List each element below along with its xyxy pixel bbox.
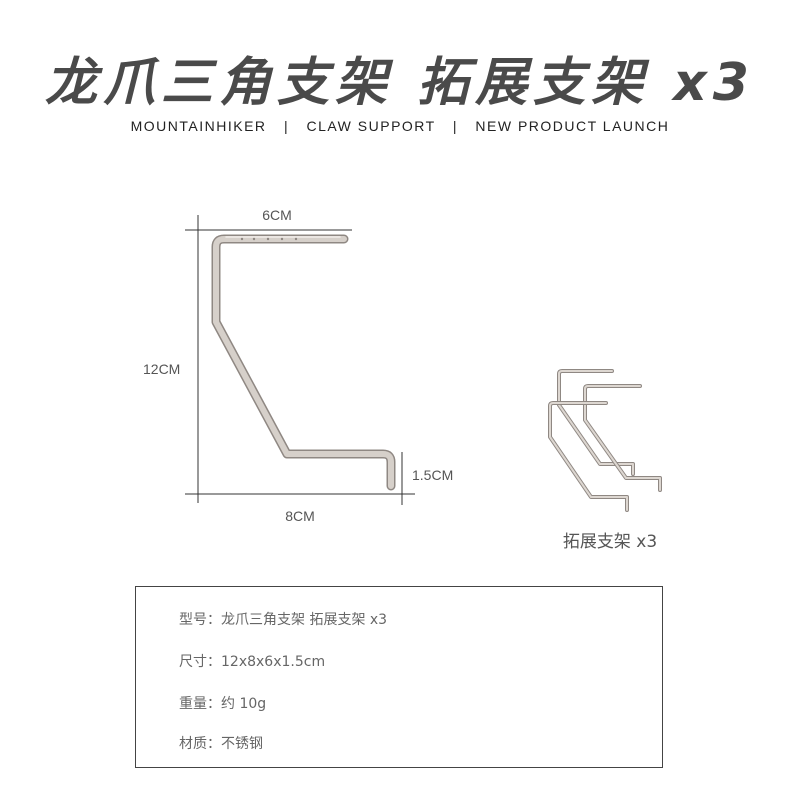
extension-bracket-2 — [583, 384, 662, 492]
dim-top-width-label: 6CM — [262, 207, 292, 223]
tagline-separator: | — [283, 118, 290, 134]
extension-brackets — [548, 369, 662, 512]
dim-height-label: 12CM — [143, 361, 180, 377]
spec-row-size: 尺寸：12x8x6x1.5cm — [179, 651, 325, 671]
bracket-wire-edge — [211, 234, 396, 491]
spec-value: 约 10g — [221, 696, 267, 712]
spec-label: 型号： — [179, 612, 221, 628]
dim-bottom-width-label: 8CM — [285, 508, 315, 524]
extension-caption: 拓展支架 x3 — [562, 532, 658, 552]
page-title: 龙爪三角支架 拓展支架 x3 — [45, 53, 755, 113]
tagline-product: CLAW SUPPORT — [306, 118, 436, 134]
spec-label: 尺寸： — [179, 654, 221, 670]
tagline-separator: | — [452, 118, 458, 134]
spec-label: 重量： — [179, 696, 221, 712]
spec-row-model: 型号：龙爪三角支架 拓展支架 x3 — [179, 609, 387, 629]
spec-label: 材质： — [179, 736, 221, 752]
dim-foot-height-label: 1.5CM — [412, 467, 453, 483]
spec-value: 12x8x6x1.5cm — [221, 654, 326, 670]
dimension-lines — [185, 215, 415, 505]
tagline-brand: MOUNTAINHIKER — [130, 118, 267, 134]
bracket-wire — [213, 236, 394, 489]
bracket-holes — [240, 237, 298, 241]
tagline: MOUNTAINHIKER | CLAW SUPPORT | NEW PRODU… — [0, 118, 800, 134]
spec-value: 龙爪三角支架 拓展支架 x3 — [221, 612, 388, 628]
tagline-launch: NEW PRODUCT LAUNCH — [475, 118, 670, 134]
extension-bracket-3 — [548, 401, 629, 512]
spec-row-weight: 重量：约 10g — [179, 693, 266, 713]
spec-table: 型号：龙爪三角支架 拓展支架 x3 尺寸：12x8x6x1.5cm 重量：约 1… — [135, 586, 663, 768]
extension-bracket-1 — [557, 369, 635, 476]
spec-value: 不锈钢 — [221, 736, 263, 752]
claw-bracket — [211, 234, 396, 491]
spec-row-material: 材质：不锈钢 — [179, 733, 263, 753]
